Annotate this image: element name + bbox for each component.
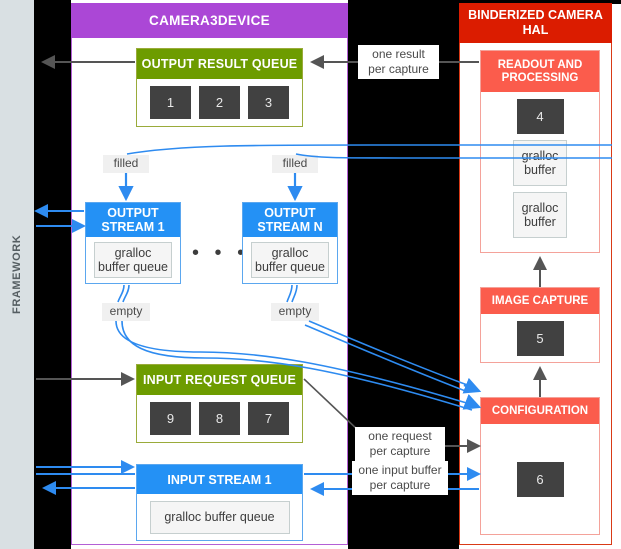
image-capture-title: IMAGE CAPTURE [481, 288, 599, 314]
chip-result-3: 3 [248, 86, 289, 119]
ellipsis-dots: • • • [192, 242, 250, 264]
framework-label: FRAMEWORK [11, 234, 23, 315]
input-stream-1-title: INPUT STREAM 1 [137, 465, 302, 494]
readout-gralloc-buffer-2: gralloc buffer [513, 192, 567, 238]
configuration-box[interactable]: CONFIGURATION 6 [480, 397, 600, 535]
readout-and-processing-box[interactable]: READOUT AND PROCESSING 4 gralloc buffer … [480, 50, 600, 253]
input-stream-1-gralloc-buffer-queue: gralloc buffer queue [149, 500, 290, 534]
chip-request-7: 7 [248, 402, 289, 435]
image-capture-box[interactable]: IMAGE CAPTURE 5 [480, 287, 600, 363]
binderized-camera-hal-title: BINDERIZED CAMERA HAL [459, 3, 612, 43]
output-stream-n-title: OUTPUT STREAM N [243, 203, 337, 237]
filled-label-stream-n: filled [272, 155, 318, 173]
empty-label-stream-n: empty [271, 303, 319, 321]
output-stream-1-gralloc-buffer-queue: gralloc buffer queue [94, 242, 172, 278]
empty-label-stream-1: empty [102, 303, 150, 321]
annotation-one-request-per-capture: one request per capture [355, 427, 445, 461]
readout-and-processing-title: READOUT AND PROCESSING [481, 51, 599, 92]
annotation-one-result-per-capture: one result per capture [358, 45, 439, 79]
chip-request-9: 9 [150, 402, 191, 435]
chip-configuration-6: 6 [516, 461, 564, 497]
camera3device-title: CAMERA3DEVICE [71, 3, 348, 38]
configuration-title: CONFIGURATION [481, 398, 599, 424]
input-stream-1-box[interactable]: INPUT STREAM 1 gralloc buffer queue [136, 464, 303, 541]
output-result-queue-title: OUTPUT RESULT QUEUE [137, 49, 302, 79]
chip-request-8: 8 [199, 402, 240, 435]
chip-image-capture-5: 5 [516, 320, 564, 356]
filled-label-stream-1: filled [103, 155, 149, 173]
input-request-queue-box[interactable]: INPUT REQUEST QUEUE 9 8 7 [136, 364, 303, 443]
output-result-queue-box[interactable]: OUTPUT RESULT QUEUE 1 2 3 [136, 48, 303, 127]
annotation-one-input-buffer-per-capture: one input buffer per capture [352, 461, 448, 495]
readout-gralloc-buffer-1: gralloc buffer [513, 140, 567, 186]
chip-result-2: 2 [199, 86, 240, 119]
input-request-queue-chips: 9 8 7 [150, 402, 289, 435]
framework-column [0, 0, 34, 549]
output-result-queue-chips: 1 2 3 [150, 86, 289, 119]
output-stream-1-title: OUTPUT STREAM 1 [86, 203, 180, 237]
black-divider-top-right [459, 0, 621, 4]
input-request-queue-title: INPUT REQUEST QUEUE [137, 365, 302, 395]
chip-readout-4: 4 [516, 99, 564, 134]
black-divider-left [34, 0, 71, 549]
chip-result-1: 1 [150, 86, 191, 119]
output-stream-1-box[interactable]: OUTPUT STREAM 1 gralloc buffer queue [85, 202, 181, 284]
output-stream-n-box[interactable]: OUTPUT STREAM N gralloc buffer queue [242, 202, 338, 284]
output-stream-n-gralloc-buffer-queue: gralloc buffer queue [251, 242, 329, 278]
